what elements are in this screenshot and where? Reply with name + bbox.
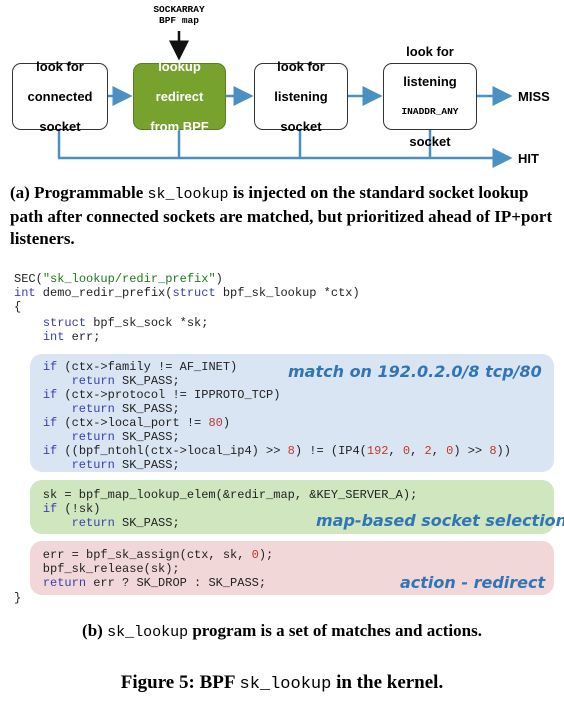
caption-a: (a) Programmable sk_lookup is injected o… (10, 182, 554, 250)
box-3-line-1: look for (277, 59, 325, 74)
caption-b-suffix: program is a set of matches and actions. (188, 621, 482, 640)
action-note: action - redirect (400, 573, 546, 592)
box-4-line-4: socket (409, 134, 451, 149)
sockarray-label-line1: SOCKARRAY (153, 4, 205, 15)
box-2-line-3: from BPF (150, 119, 209, 134)
match-line-3: if (ctx->protocol != IPPROTO_TCP) (42, 388, 281, 402)
sockarray-map-label: SOCKARRAY BPF map (129, 4, 229, 26)
box-1-line-1: look for (36, 59, 84, 74)
box-4-line-3: INADDR_ANY (401, 106, 459, 117)
box-3-line-2: listening (274, 89, 328, 104)
code-listing: SEC("sk_lookup/redir_prefix") int demo_r… (10, 266, 564, 611)
figure-caption-prefix: Figure 5: BPF (120, 672, 240, 693)
figure-caption-suffix: in the kernel. (331, 672, 444, 693)
figure-caption: Figure 5: BPF sk_lookup in the kernel. (0, 672, 564, 694)
match-line-6: return SK_PASS; (71, 430, 180, 444)
select-line-1: sk = bpf_map_lookup_elem(&redir_map, &KE… (14, 488, 418, 502)
box-2-line-1: lookup (158, 59, 201, 74)
sockarray-label-line2: BPF map (159, 15, 199, 26)
hit-label: HIT (518, 151, 539, 166)
match-line-4: return SK_PASS; (71, 402, 180, 416)
match-line-7: if ((bpf_ntohl(ctx->local_ip4) >> 8) != … (42, 444, 511, 458)
box-2-line-2: redirect (155, 89, 204, 104)
figure-caption-code: sk_lookup (239, 675, 332, 694)
box-4-line-1: look for (406, 44, 454, 59)
code-line-decl-sk: struct bpf_sk_sock *sk; (42, 316, 209, 330)
code-line-decl-err: int err; (42, 330, 101, 344)
code-line-sec: SEC("sk_lookup/redir_prefix") (14, 272, 223, 286)
box-inaddr-any-socket: look for listening INADDR_ANY socket (383, 44, 477, 149)
select-block-bg (30, 480, 554, 534)
match-line-8: return SK_PASS; (71, 458, 180, 472)
match-note: match on 192.0.2.0/8 tcp/80 (288, 362, 542, 381)
caption-b-prefix: (b) (82, 621, 108, 640)
box-connected-socket: look for connected socket (12, 59, 108, 134)
caption-b-code: sk_lookup (107, 624, 189, 641)
select-note: map-based socket selection (316, 511, 564, 530)
select-line-3: return SK_PASS; (71, 516, 180, 530)
code-line-fn: int demo_redir_prefix(struct bpf_sk_look… (14, 286, 360, 300)
match-line-2: return SK_PASS; (71, 374, 180, 388)
box-4-line-2: listening (403, 74, 457, 89)
diagram-arrows (57, 31, 513, 168)
match-line-5: if (ctx->local_port != 80) (42, 416, 231, 430)
action-block-bg (30, 541, 554, 595)
action-line-3: return err ? SK_DROP : SK_PASS; (42, 576, 267, 590)
action-line-2: bpf_sk_release(sk); (14, 562, 180, 576)
caption-b: (b) sk_lookup program is a set of matche… (10, 620, 554, 644)
box-bpf-redirect: lookup redirect from BPF (133, 59, 226, 134)
action-line-1: err = bpf_sk_assign(ctx, sk, 0); (14, 548, 274, 562)
code-line-close: } (14, 591, 22, 605)
box-listening-socket: look for listening socket (254, 59, 348, 134)
match-line-1: if (ctx->family != AF_INET) (42, 360, 238, 374)
lookup-path-diagram: SOCKARRAY BPF map look for connected s (0, 0, 564, 175)
box-1-line-3: socket (39, 119, 81, 134)
caption-a-code: sk_lookup (147, 186, 229, 203)
box-1-line-2: connected (27, 89, 93, 104)
code-line-open: { (14, 300, 22, 314)
select-line-2: if (!sk) (42, 502, 101, 516)
miss-label: MISS (518, 89, 550, 104)
match-block-bg (30, 354, 554, 472)
caption-a-prefix: (a) Programmable (10, 183, 148, 202)
box-3-line-3: socket (280, 119, 322, 134)
caption-a-suffix: is injected on the standard socket looku… (10, 183, 553, 248)
